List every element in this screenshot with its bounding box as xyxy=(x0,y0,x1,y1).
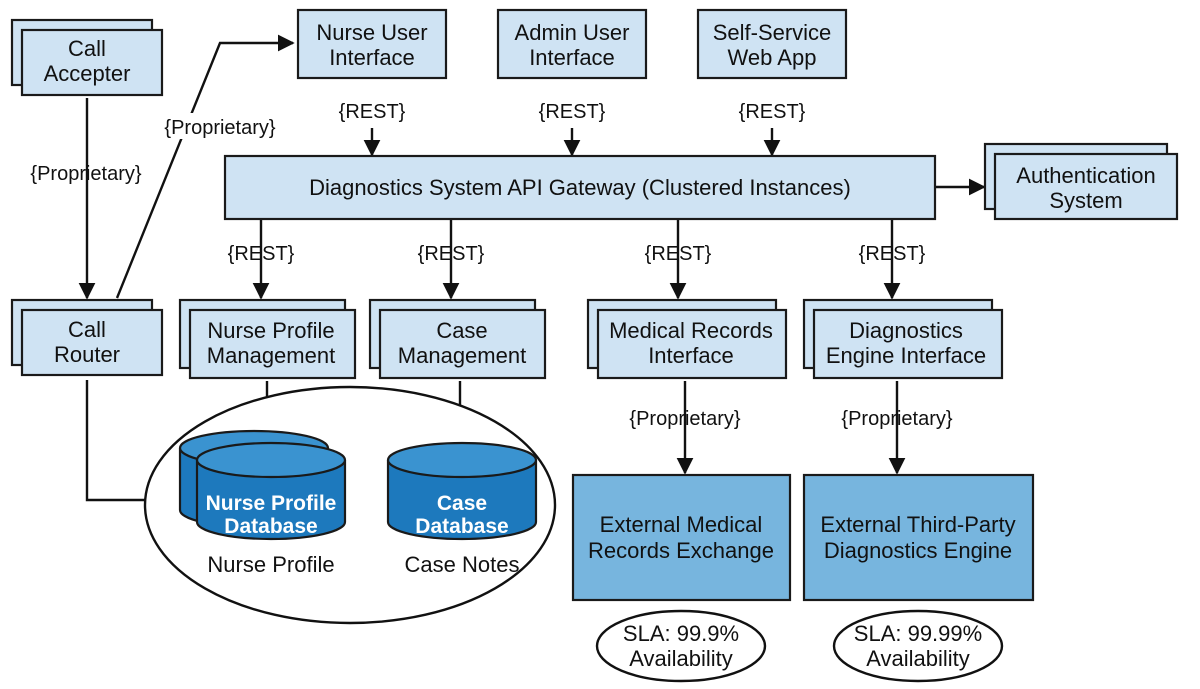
external-medical-line1: External Medical xyxy=(600,512,763,537)
external-medical-line2: Records Exchange xyxy=(588,538,774,563)
medical-records-interface-box: Medical Records Interface xyxy=(586,298,788,380)
medical-records-interface-line2: Interface xyxy=(648,343,734,368)
external-diag-line2: Diagnostics Engine xyxy=(824,538,1012,563)
case-database: Case Database Case Notes xyxy=(386,441,538,577)
nurse-ui-box: Nurse User Interface xyxy=(296,8,448,80)
self-service-line2: Web App xyxy=(728,45,817,70)
call-router-line1: Call xyxy=(68,317,106,342)
diagnostics-engine-interface-line2: Engine Interface xyxy=(826,343,986,368)
nurse-db-line1: Nurse Profile xyxy=(206,492,337,515)
medical-records-interface-line1: Medical Records xyxy=(609,318,773,343)
admin-ui-line1: Admin User xyxy=(515,20,630,45)
label-rest-self-service: {REST} xyxy=(739,101,806,123)
case-db-line2: Database xyxy=(415,515,508,538)
nurse-ui-line1: Nurse User xyxy=(316,20,427,45)
label-rest-diag: {REST} xyxy=(859,243,926,265)
authentication-box: Authentication System xyxy=(983,142,1179,221)
sla-diag-line2: Availability xyxy=(866,646,970,671)
sla-diag-line1: SLA: 99.99% xyxy=(854,621,982,646)
nurse-profile-management-line1: Nurse Profile xyxy=(207,318,334,343)
external-diagnostics-engine-box: External Third-Party Diagnostics Engine xyxy=(802,473,1035,602)
label-rest-nurse-ui: {REST} xyxy=(339,101,406,123)
case-management-box: Case Management xyxy=(368,298,547,380)
nurse-profile-management-line2: Management xyxy=(207,343,335,368)
diagnostics-engine-interface-line1: Diagnostics xyxy=(849,318,963,343)
authentication-line1: Authentication xyxy=(1016,163,1155,188)
external-medical-records-box: External Medical Records Exchange xyxy=(571,473,792,602)
admin-ui-box: Admin User Interface xyxy=(496,8,648,80)
nurse-db-line2: Database xyxy=(224,515,317,538)
case-db-line1: Case xyxy=(437,492,487,515)
sla-medical-line2: Availability xyxy=(629,646,733,671)
sla-medical: SLA: 99.9% Availability xyxy=(595,609,767,683)
call-router-line2: Router xyxy=(54,342,120,367)
case-management-line2: Management xyxy=(398,343,526,368)
label-rest-case: {REST} xyxy=(418,243,485,265)
label-proprietary-router: {Proprietary} xyxy=(164,117,275,139)
nurse-profile-database: Nurse Profile Database Nurse Profile xyxy=(178,429,347,577)
arrow-router-nurse-db xyxy=(85,380,174,509)
diagnostics-engine-interface-box: Diagnostics Engine Interface xyxy=(802,298,1004,380)
case-management-line1: Case xyxy=(436,318,487,343)
nurse-profile-management-box: Nurse Profile Management xyxy=(178,298,357,380)
label-rest-medical: {REST} xyxy=(645,243,712,265)
authentication-line2: System xyxy=(1049,188,1122,213)
label-rest-admin-ui: {REST} xyxy=(539,101,606,123)
sla-diagnostics: SLA: 99.99% Availability xyxy=(832,609,1004,683)
label-proprietary-accepter: {Proprietary} xyxy=(30,163,141,185)
case-db-caption: Case Notes xyxy=(405,552,520,577)
call-router-box: Call Router xyxy=(10,298,164,377)
self-service-box: Self-Service Web App xyxy=(696,8,848,80)
arrow-router-nurse-ui xyxy=(115,34,295,299)
external-diag-line1: External Third-Party xyxy=(820,512,1015,537)
protocol-labels: {Proprietary} {Proprietary} {REST} {REST… xyxy=(30,101,952,430)
label-proprietary-medical: {Proprietary} xyxy=(629,408,740,430)
call-accepter-line2: Accepter xyxy=(44,61,131,86)
nurse-ui-line2: Interface xyxy=(329,45,415,70)
call-accepter-box: Call Accepter xyxy=(10,18,164,97)
label-rest-nurse-profile: {REST} xyxy=(228,243,295,265)
admin-ui-line2: Interface xyxy=(529,45,615,70)
self-service-line1: Self-Service xyxy=(713,20,832,45)
api-gateway-box: Diagnostics System API Gateway (Clustere… xyxy=(223,154,937,221)
label-proprietary-diag: {Proprietary} xyxy=(841,408,952,430)
call-accepter-line1: Call xyxy=(68,36,106,61)
api-gateway-label: Diagnostics System API Gateway (Clustere… xyxy=(309,175,851,200)
nurse-db-caption: Nurse Profile xyxy=(207,552,334,577)
sla-medical-line1: SLA: 99.9% xyxy=(623,621,739,646)
